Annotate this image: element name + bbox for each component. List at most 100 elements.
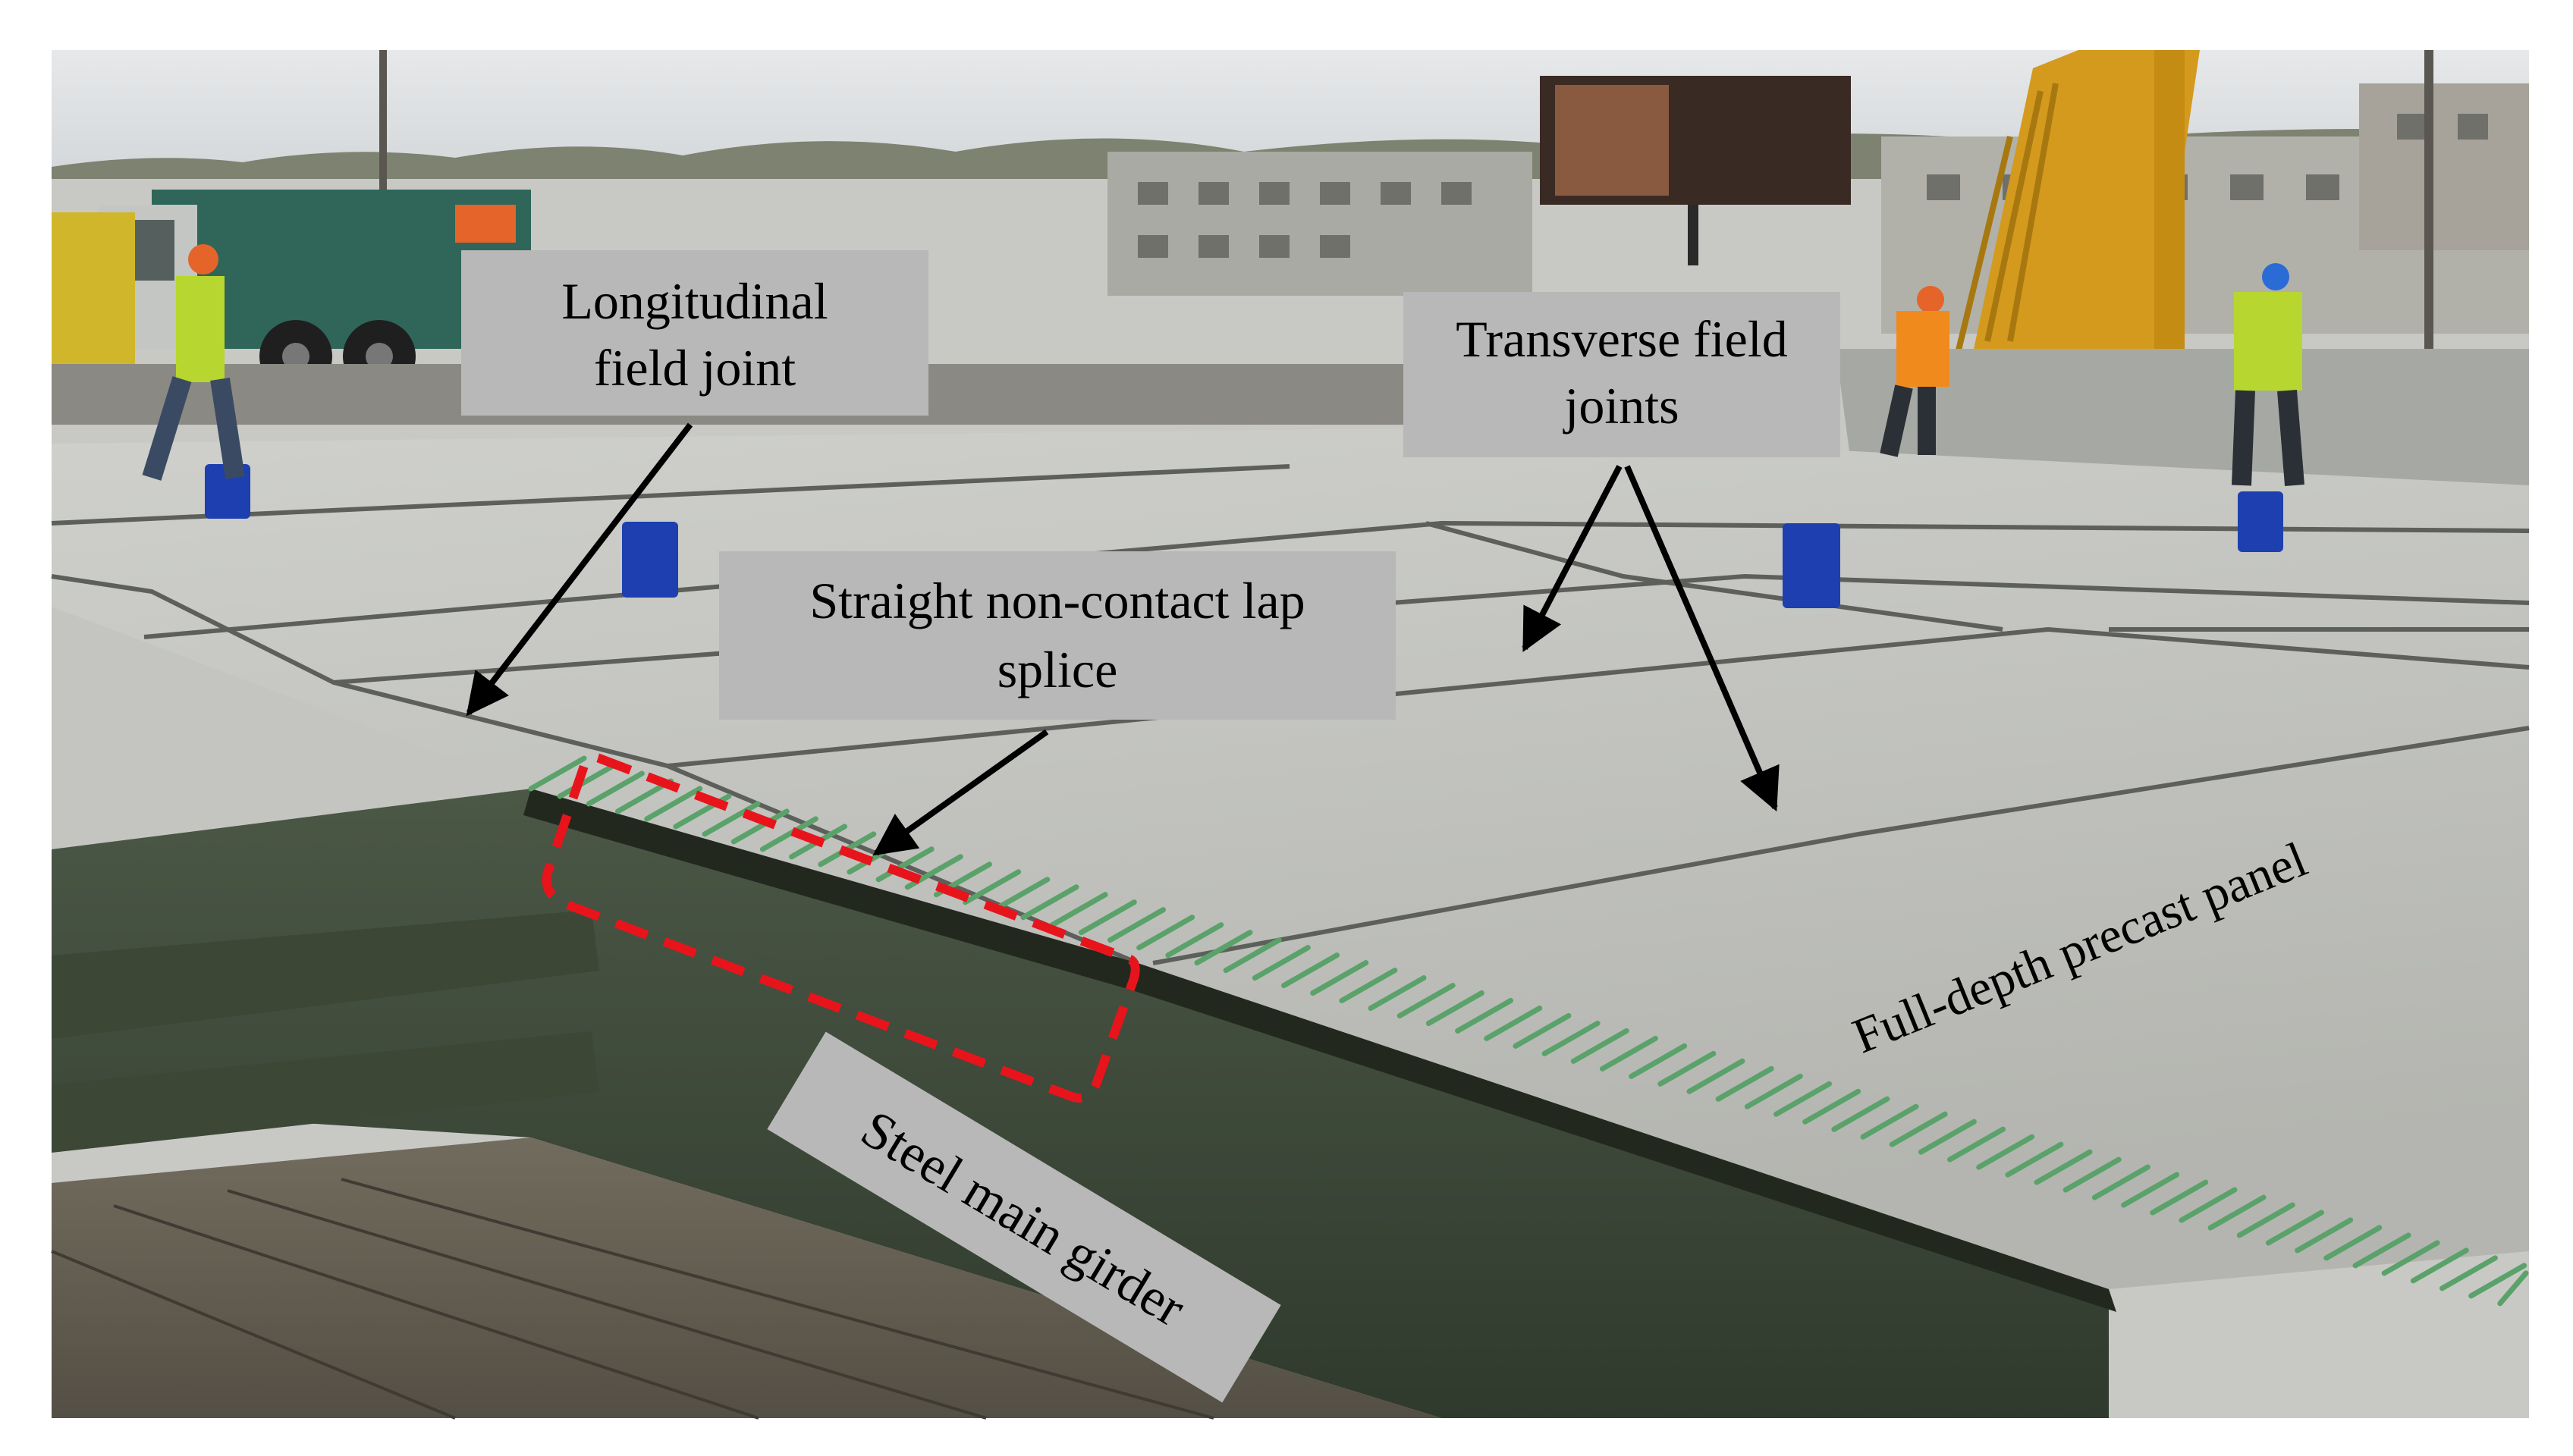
arrow-lap-splice <box>872 729 1049 856</box>
rebar-stud <box>991 877 1051 913</box>
rebar-stud <box>1020 884 1079 921</box>
building-left <box>1107 152 1532 296</box>
rebar-stud <box>1802 1088 1861 1125</box>
rebar-stud <box>1281 952 1340 989</box>
arrow-transverse-joint-2 <box>1624 465 1780 812</box>
girder-flange <box>523 789 2116 1312</box>
rebar-stud <box>2468 1263 2527 1299</box>
rebar-stud <box>1831 1096 1890 1132</box>
lap-splice-highlight <box>542 752 1140 1103</box>
label-line-2: field joint <box>594 339 796 397</box>
arrow-longitudinal-joint <box>466 422 693 717</box>
rebar-stud <box>1484 1005 1543 1041</box>
rebar-stud <box>1310 960 1369 996</box>
rebar-stud <box>1049 892 1108 928</box>
rebar-stud <box>1570 1028 1629 1064</box>
worker-left <box>142 244 245 481</box>
rebar-stud <box>963 869 1022 905</box>
label-line-2: splice <box>997 641 1118 698</box>
utility-pole-right <box>2424 50 2433 369</box>
rebar-stud <box>1078 899 1137 936</box>
rebar-stud <box>1715 1065 1774 1102</box>
rebar-stud <box>2381 1240 2440 1276</box>
photo <box>51 50 2530 1420</box>
rebar-stud <box>2352 1232 2411 1269</box>
rebar-stud <box>1223 937 1282 974</box>
billboard-panel <box>1555 85 1669 196</box>
rebar-stud <box>2497 1270 2529 1307</box>
label-box <box>461 250 928 416</box>
rebar-stud <box>2295 1217 2354 1254</box>
rebar-stud <box>2439 1255 2498 1291</box>
label-longitudinal-joint: Longitudinal field joint <box>461 250 928 416</box>
rebar-stud <box>1368 974 1427 1011</box>
buckets <box>205 464 2283 608</box>
rebar-stud <box>1513 1012 1572 1049</box>
rebar-stud <box>1918 1119 1977 1155</box>
rebar-stud <box>1541 1020 1601 1056</box>
rebar-stud <box>2236 1202 2295 1238</box>
rebar-stud <box>2150 1179 2209 1216</box>
rebar-stud <box>644 786 703 822</box>
label-box <box>767 1031 1281 1403</box>
rebar-stud <box>1455 997 1514 1034</box>
rebar-stud <box>730 808 790 845</box>
rebar-stud <box>1339 968 1398 1004</box>
rebar-stud <box>2179 1187 2238 1223</box>
crane <box>1954 50 2200 384</box>
board-seams <box>51 1178 1214 1420</box>
rebar-stud <box>2323 1225 2383 1261</box>
rebar-stud <box>759 816 818 852</box>
label-line-2: joints <box>1563 377 1679 435</box>
cross-frame <box>52 910 599 1153</box>
rebar-stud <box>1744 1073 1803 1109</box>
rebar-stud <box>528 755 587 792</box>
rebar-stud <box>1194 930 1253 966</box>
utility-pole-left <box>379 50 387 202</box>
rebar-stud <box>1976 1134 2035 1170</box>
rebar-stud <box>1889 1111 1948 1147</box>
rebar-stud <box>1165 922 1224 959</box>
rebar-stud <box>2410 1247 2469 1284</box>
rebar-stud <box>586 770 645 807</box>
rebar-stud <box>2121 1172 2180 1208</box>
label-box <box>719 551 1396 720</box>
workers <box>142 244 2304 487</box>
label-lap-splice: Straight non-contact lap splice <box>719 551 1396 720</box>
rebar-stud <box>2265 1210 2324 1246</box>
billboard-post <box>1688 205 1698 265</box>
rebar-stud <box>1136 915 1195 951</box>
deck-left-slab <box>52 607 531 849</box>
rebar-stud <box>1860 1103 1919 1140</box>
building-far-right <box>2359 83 2529 250</box>
label-line-1: Transverse field <box>1456 310 1788 368</box>
rebar-stud <box>1252 945 1311 981</box>
rebar-stud <box>1599 1035 1658 1072</box>
label-line-1: Straight non-contact lap <box>809 572 1305 629</box>
rebar-stud <box>1947 1126 2006 1163</box>
rebar-stud <box>2034 1149 2093 1185</box>
rebar-stud <box>1396 982 1456 1018</box>
rebar-stud <box>1629 1043 1688 1079</box>
rebar-stud <box>557 763 616 799</box>
formwork-boards <box>52 1138 1441 1418</box>
rebar-stud <box>702 801 761 837</box>
rebar-stud <box>875 846 935 883</box>
rebar-stud <box>2207 1194 2267 1231</box>
arrow-transverse-joint-1 <box>1522 465 1623 652</box>
rebar-stud <box>1107 907 1166 943</box>
rebar-stud <box>2091 1164 2150 1200</box>
rebar-stud <box>1657 1050 1717 1087</box>
label-box <box>1403 292 1840 457</box>
label-line-1: Longitudinal <box>561 272 828 330</box>
rebar-stud <box>1686 1058 1745 1094</box>
worker-right-2 <box>2232 263 2304 487</box>
rebar-stud <box>2005 1141 2064 1178</box>
annotation-arrows <box>466 422 1780 856</box>
worker-right-1 <box>1880 286 1949 457</box>
rebar-stud <box>1773 1081 1832 1117</box>
rebar-stud <box>1425 990 1484 1026</box>
rebar-stud <box>2062 1156 2122 1193</box>
label-transverse-joints: Transverse field joints <box>1403 292 1840 457</box>
